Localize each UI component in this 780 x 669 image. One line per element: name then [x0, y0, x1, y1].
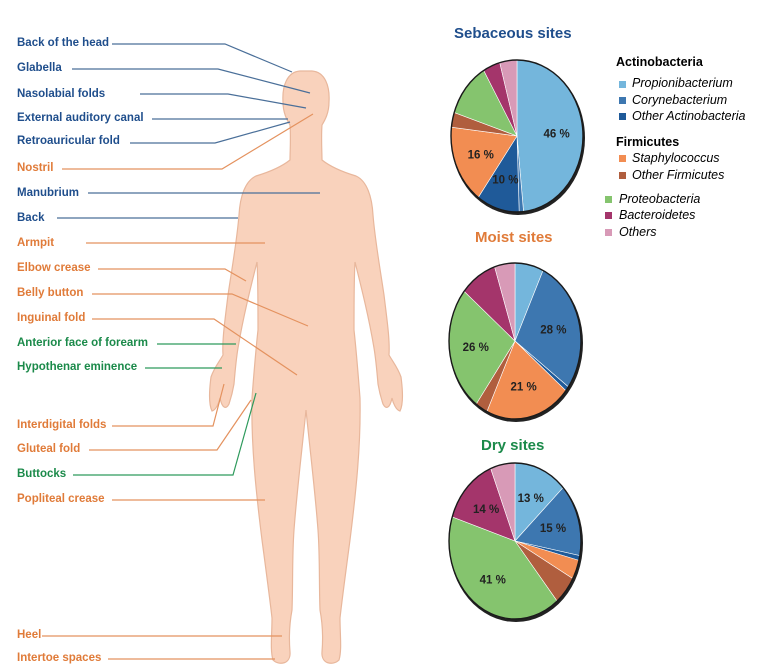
leader-lines — [42, 43, 320, 660]
site-label-glabella: Glabella — [17, 62, 62, 74]
legend-heading-firmicutes: Firmicutes — [616, 135, 680, 149]
legend-item-propionibacterium: Propionibacterium — [632, 76, 733, 90]
pie-title-dry: Dry sites — [481, 437, 545, 454]
site-label-intertoe-spaces: Intertoe spaces — [17, 652, 102, 664]
site-label-hypothenar-eminence: Hypothenar eminence — [17, 361, 138, 373]
site-label-interdigital-folds: Interdigital folds — [17, 419, 107, 431]
leader-line — [130, 121, 291, 144]
site-label-nostril: Nostril — [17, 162, 54, 174]
pie-title-sebaceous: Sebaceous sites — [454, 25, 572, 42]
leader-line — [72, 68, 311, 94]
site-label-gluteal-fold: Gluteal fold — [17, 443, 81, 455]
legend-item-proteobacteria: Proteobacteria — [619, 192, 701, 206]
site-label-buttocks: Buttocks — [17, 468, 67, 480]
pie-title-moist: Moist sites — [475, 229, 553, 246]
legend-swatch-other-actinobacteria — [619, 113, 626, 120]
leader-line — [98, 268, 247, 282]
site-label-back-of-head: Back of the head — [17, 37, 110, 49]
legend-swatch-bacteroidetes — [605, 212, 612, 219]
legend-item-others: Others — [619, 225, 657, 239]
site-label-nasolabial-folds: Nasolabial folds — [17, 88, 106, 100]
legend-item-corynebacterium: Corynebacterium — [632, 93, 728, 107]
leader-line — [92, 318, 298, 376]
legend-swatch-propionibacterium — [619, 81, 626, 88]
site-label-retroauricular-fold: Retroauricular fold — [17, 135, 120, 147]
legend-item-other-actinobacteria: Other Actinobacteria — [632, 109, 746, 123]
site-label-popliteal-crease: Popliteal crease — [17, 493, 105, 505]
leader-line — [112, 43, 293, 73]
leader-line — [140, 93, 307, 109]
site-label-anterior-face-forearm: Anterior face of forearm — [17, 337, 149, 349]
site-label-elbow-crease: Elbow crease — [17, 262, 91, 274]
body-silhouette — [209, 70, 403, 664]
legend-heading-actinobacteria: Actinobacteria — [616, 55, 703, 69]
leader-line — [62, 113, 314, 170]
legend-swatch-proteobacteria — [605, 196, 612, 203]
legend-swatch-staphylococcus — [619, 155, 626, 162]
legend-item-other-firmicutes: Other Firmicutes — [632, 168, 725, 182]
legend-item-staphylococcus: Staphylococcus — [632, 151, 720, 165]
site-label-manubrium: Manubrium — [17, 187, 79, 199]
site-label-inguinal-fold: Inguinal fold — [17, 312, 86, 324]
site-label-belly-button: Belly button — [17, 287, 84, 299]
legend-swatch-corynebacterium — [619, 97, 626, 104]
leader-line — [112, 383, 225, 427]
site-label-armpit: Armpit — [17, 237, 55, 249]
legend-item-bacteroidetes: Bacteroidetes — [619, 208, 696, 222]
leader-line — [92, 293, 309, 327]
leader-line — [73, 392, 257, 476]
legend-swatch-other-firmicutes — [619, 172, 626, 179]
leader-line — [89, 399, 252, 451]
site-label-external-auditory-canal: External auditory canal — [17, 112, 144, 124]
legend-swatch-others — [605, 229, 612, 236]
site-label-heel: Heel — [17, 629, 42, 641]
site-label-back: Back — [17, 212, 45, 224]
